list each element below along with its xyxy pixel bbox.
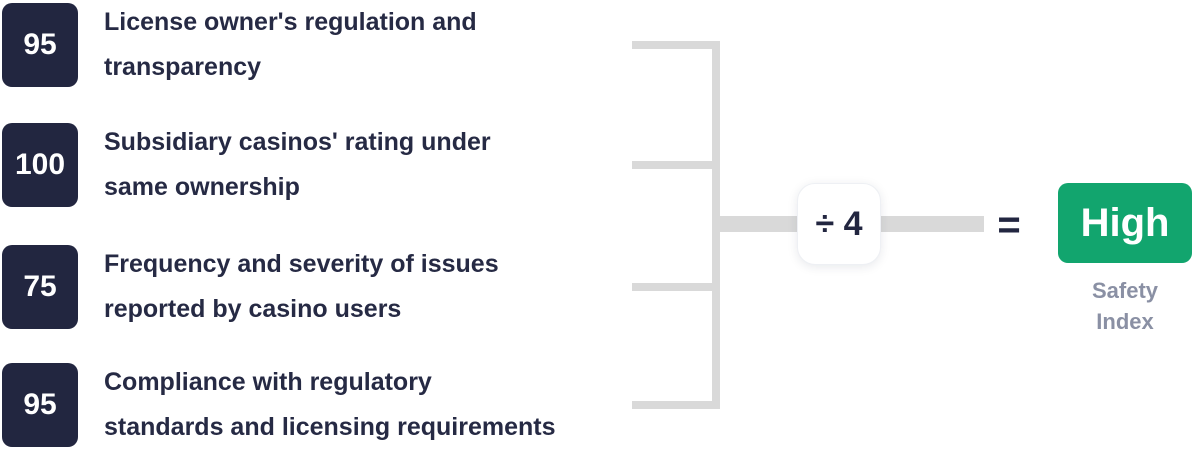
safety-index-caption-text: Safety Index [1091, 278, 1159, 334]
score-label-line: reported by casino users [104, 295, 402, 323]
score-row: 75 Frequency and severity of issues repo… [2, 245, 499, 329]
bracket-stub [632, 283, 720, 291]
score-chip: 100 [2, 123, 78, 207]
safety-index-caption: Safety Index [1058, 275, 1192, 337]
score-label-line: transparency [104, 53, 262, 81]
equals-sign: = [997, 202, 1021, 247]
safety-index-result-badge: High [1058, 183, 1192, 263]
score-label-line: Compliance with regulatory [104, 368, 432, 396]
connector-to-equals [880, 216, 984, 232]
score-row: 95 Compliance with regulatory standards … [2, 363, 556, 447]
score-label-line: License owner's regulation and [104, 8, 477, 36]
bracket-stub [632, 401, 720, 409]
score-label: Frequency and severity of issues reporte… [104, 242, 499, 332]
divide-by-four-box: ÷ 4 [797, 183, 881, 265]
score-row: 95 License owner's regulation and transp… [2, 3, 477, 87]
bracket-vertical-line [712, 41, 720, 409]
score-row: 100 Subsidiary casinos' rating under sam… [2, 123, 491, 207]
score-chip: 95 [2, 363, 78, 447]
score-chip: 75 [2, 245, 78, 329]
bracket-stub [632, 161, 720, 169]
score-label: Subsidiary casinos' rating under same ow… [104, 120, 491, 210]
score-label-line: standards and licensing requirements [104, 413, 556, 441]
score-label-line: Frequency and severity of issues [104, 250, 499, 278]
connector-to-operator [718, 216, 798, 232]
score-label: Compliance with regulatory standards and… [104, 360, 556, 450]
score-label-line: same ownership [104, 173, 300, 201]
score-label: License owner's regulation and transpare… [104, 0, 477, 90]
score-label-line: Subsidiary casinos' rating under [104, 128, 491, 156]
bracket-stub [632, 41, 720, 49]
score-chip: 95 [2, 3, 78, 87]
